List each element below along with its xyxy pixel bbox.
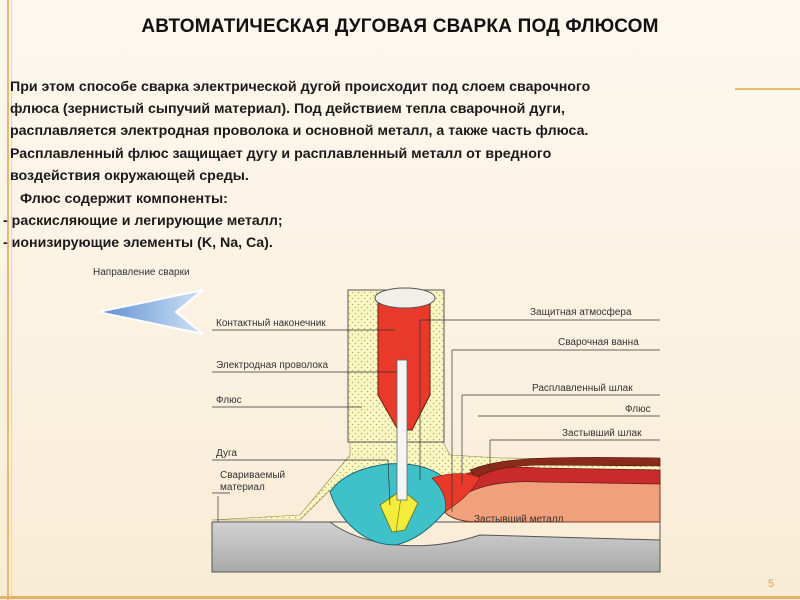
list-item: - раскисляющие и легирующие металл; — [3, 213, 283, 230]
label-arc: Дуга — [216, 448, 237, 459]
page-number: 5 — [768, 578, 775, 590]
list-item: - ионизирующие элементы (K, Na, Ca). — [3, 235, 273, 252]
label-molten-slag: Расплавленный шлак — [532, 383, 633, 394]
description-paragraph: При этом способе сварка электрической ду… — [10, 76, 750, 187]
label-contact-tip: Контактный наконечник — [216, 318, 326, 329]
label-solid-slag: Застывший шлак — [562, 428, 642, 439]
label-protective-atmosphere: Защитная атмосфера — [530, 306, 632, 318]
decorative-left-rule — [7, 0, 9, 600]
base-metal — [211, 521, 661, 573]
solid-slag-layer — [469, 457, 661, 479]
direction-label: Направление сварки — [93, 267, 190, 278]
molten-zone — [431, 473, 481, 513]
label-base-material-2: материал — [220, 482, 265, 493]
label-electrode-wire: Электродная проволока — [216, 360, 329, 371]
label-flux-left: Флюс — [216, 395, 242, 406]
base-metal-outline — [211, 521, 661, 573]
electrode-wire — [396, 359, 408, 501]
flux-components-list: Флюс содержит компоненты: - раскисляющие… — [3, 188, 283, 255]
label-flux-right: Флюс — [625, 404, 651, 415]
welding-direction-arrow — [97, 289, 204, 335]
leader-line — [387, 459, 391, 506]
tip-top — [374, 287, 436, 309]
paragraph-line: флюса (зернистый сыпучий материал). Под … — [10, 101, 565, 118]
paragraph-line: расплавляется электродная проволока и ос… — [10, 123, 589, 140]
paragraph-line: При этом способе сварка электрической ду… — [10, 79, 591, 95]
decorative-bottom-rule — [0, 596, 800, 599]
list-heading: Флюс содержит компоненты: — [20, 191, 228, 207]
paragraph-line: воздействия окружающей среды. — [10, 167, 249, 184]
label-base-material-1: Свариваемый — [220, 470, 285, 481]
label-solid-metal: Застывший металл — [474, 514, 564, 525]
decorative-top-rule — [735, 88, 800, 90]
paragraph-line: Расплавленный флюс защищает дугу и распл… — [10, 145, 552, 162]
slide-title: АВТОМАТИЧЕСКАЯ ДУГОВАЯ СВАРКА ПОД ФЛЮСОМ — [141, 16, 659, 37]
label-weld-pool: Сварочная ванна — [558, 337, 639, 348]
decorative-left-rule-thin — [11, 0, 12, 600]
